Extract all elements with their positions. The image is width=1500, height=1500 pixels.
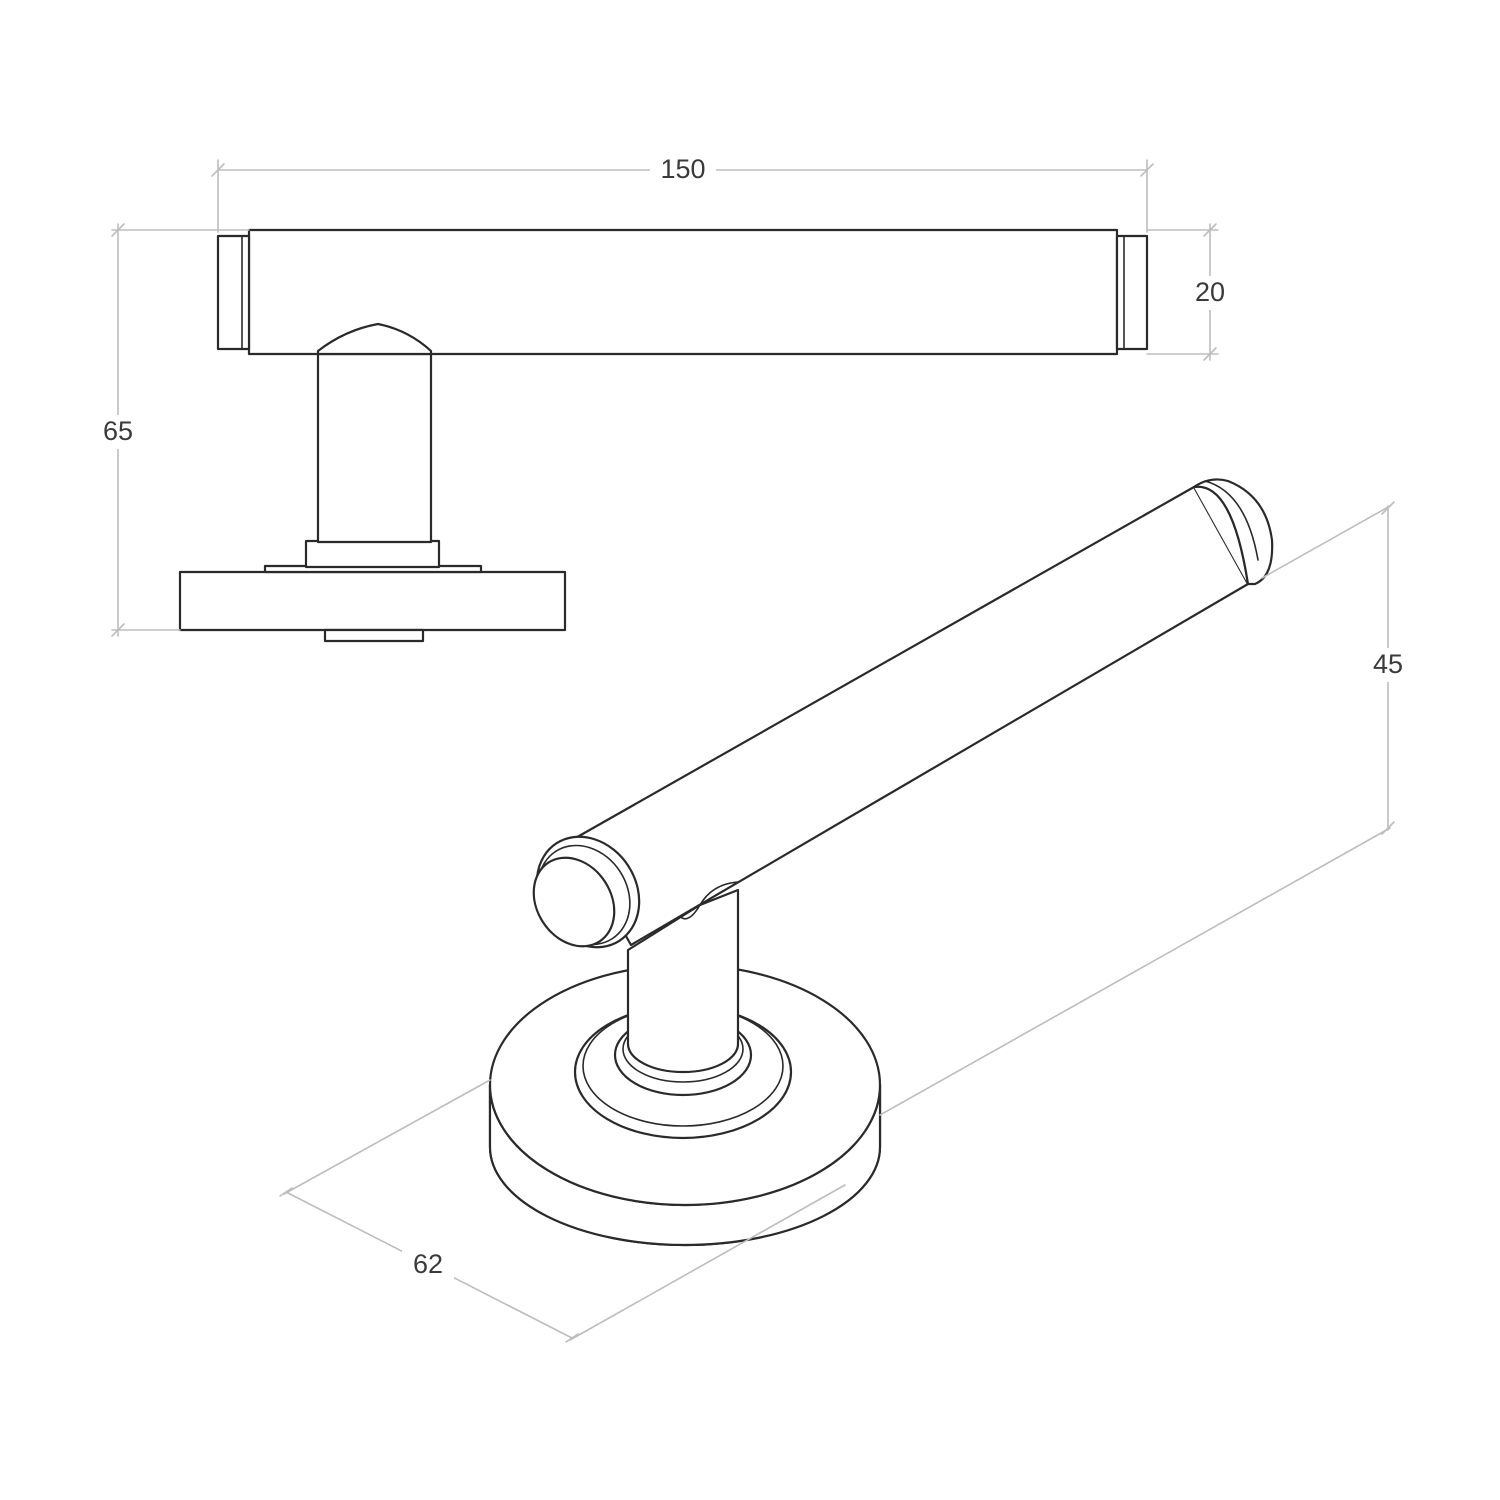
dim-rose-diameter-label: 62: [413, 1249, 443, 1279]
iso-near-end-face: [532, 856, 616, 948]
iso-far-end-cap: [1192, 478, 1274, 586]
front-rose-spindle-collar: [323, 628, 425, 643]
dim-width-label: 150: [660, 154, 705, 184]
iso-grip-bar: [570, 485, 1250, 947]
front-view: [178, 228, 1149, 643]
front-end-cap-left: [216, 234, 251, 351]
iso-neck-front-edge: [627, 1043, 739, 1073]
front-neck: [316, 350, 433, 544]
dimension-labels: 150 20 65 45 62: [96, 153, 1410, 1282]
iso-far-end-cap-groove: [1204, 480, 1259, 561]
front-rose-plate: [178, 570, 567, 632]
iso-neck-shoulder: [681, 881, 739, 920]
front-neck-collar: [304, 539, 441, 569]
iso-view: [488, 478, 1274, 1247]
dim-overall-height-label: 65: [103, 416, 133, 446]
dim-projection-label: 45: [1373, 649, 1403, 679]
dim-height-label: 20: [1195, 277, 1225, 307]
front-end-cap-right: [1115, 234, 1149, 351]
front-neck-cap: [316, 322, 433, 356]
